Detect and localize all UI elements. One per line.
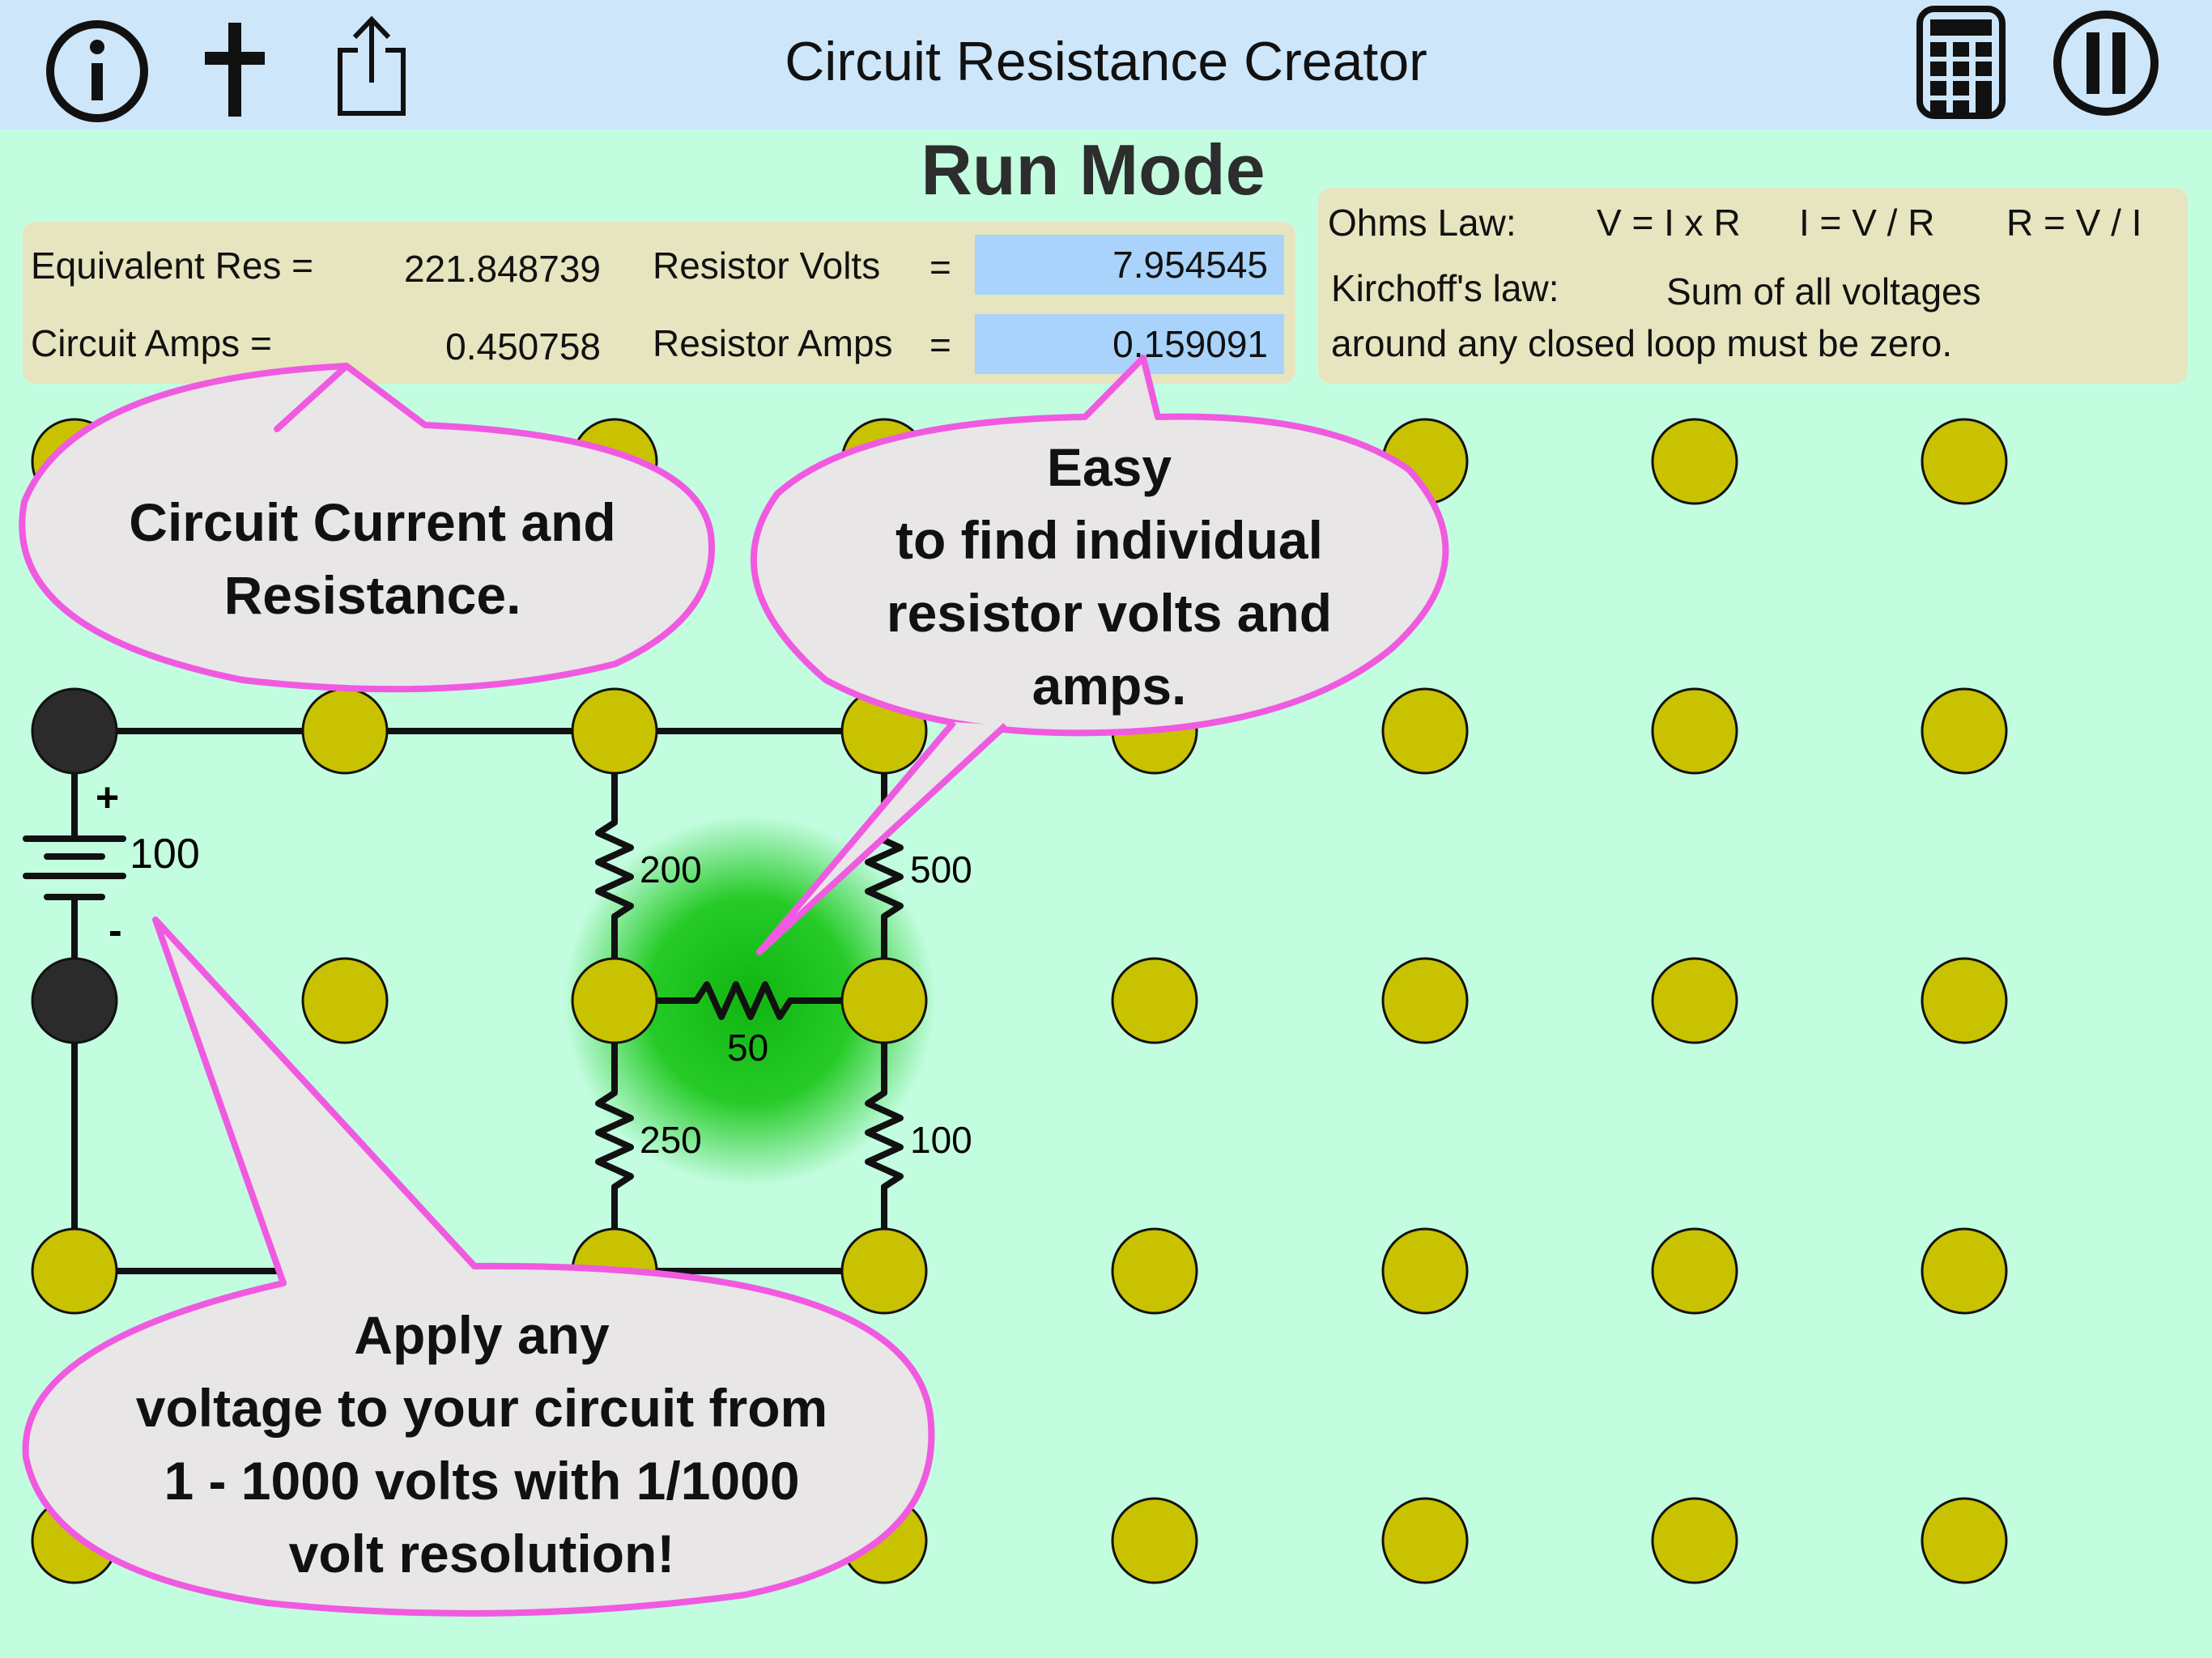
ohms-law-label: Ohms Law: <box>1328 202 1516 244</box>
resistor-50-label: 50 <box>727 1027 768 1069</box>
callout-circuit-current-text: Circuit Current and Resistance. <box>129 492 616 625</box>
grid-node[interactable] <box>571 687 658 775</box>
share-icon[interactable] <box>334 15 410 118</box>
ohms-law-formula-1: V = I x R <box>1597 202 1741 244</box>
grid-node[interactable] <box>301 687 389 775</box>
callout-easy-bubble <box>751 355 1449 737</box>
kirchoff-law-label: Kirchoff's law: <box>1331 267 1559 309</box>
resistor-100[interactable] <box>865 1001 904 1271</box>
resistor-amps-label: Resistor Amps <box>653 322 893 364</box>
battery-voltage-label: 100 <box>130 831 200 878</box>
kirchoff-law-text-2: around any closed loop must be zero. <box>1331 322 1953 364</box>
grid-node[interactable] <box>1651 1227 1738 1315</box>
plus-icon[interactable] <box>198 23 271 118</box>
callout-easy-text: Easy to find individual resistor volts a… <box>886 437 1333 716</box>
app-title: Circuit Resistance Creator <box>785 31 1427 92</box>
toolbar: Circuit Resistance Creator <box>0 0 2212 130</box>
resistors <box>595 731 904 1271</box>
circuit-amps-label: Circuit Amps = <box>31 322 272 364</box>
resistor-amps-value[interactable]: 0.159091 <box>975 314 1284 374</box>
grid-node[interactable] <box>840 957 928 1044</box>
grid-node[interactable] <box>1651 1497 1738 1584</box>
grid-node[interactable] <box>1111 957 1198 1044</box>
calculator-icon[interactable] <box>1916 5 2006 120</box>
grid-node[interactable] <box>1381 957 1469 1044</box>
grid-node[interactable] <box>1381 687 1469 775</box>
grid-node[interactable] <box>31 1227 118 1315</box>
grid-node[interactable] <box>1921 687 2008 775</box>
grid-node[interactable] <box>1651 418 1738 505</box>
battery-terminal-node[interactable] <box>31 687 118 775</box>
resistor-200[interactable] <box>595 731 634 1001</box>
grid-node[interactable] <box>1651 957 1738 1044</box>
callout-circuit-current-bubble <box>19 363 715 693</box>
grid-node[interactable] <box>1111 1227 1198 1315</box>
resistor-volts-equals: = <box>929 246 951 288</box>
grid-node[interactable] <box>1921 418 2008 505</box>
pause-icon[interactable] <box>2051 8 2161 118</box>
resistor-250-label: 250 <box>640 1119 702 1161</box>
circuit-amps-value: 0.450758 <box>445 325 601 368</box>
grid-node[interactable] <box>1381 1227 1469 1315</box>
grid-node[interactable] <box>571 957 658 1044</box>
grid-node[interactable] <box>1651 687 1738 775</box>
battery-minus-label: - <box>108 908 122 953</box>
grid-node[interactable] <box>1921 957 2008 1044</box>
callout-apply-text: Apply any voltage to your circuit from 1… <box>135 1305 828 1584</box>
callout-easy-tail <box>756 720 1008 955</box>
kirchoff-law-text-1: Sum of all voltages <box>1666 270 1981 312</box>
laws-panel <box>1318 188 2188 384</box>
mode-label: Run Mode <box>921 130 1266 210</box>
resistor-200-label: 200 <box>640 848 702 891</box>
grid-node[interactable] <box>301 957 389 1044</box>
equiv-res-value: 221.848739 <box>403 248 601 290</box>
grid-node[interactable] <box>840 1227 928 1315</box>
resistor-volts-label: Resistor Volts <box>653 244 881 287</box>
ohms-law-formula-3: R = V / I <box>2006 202 2142 244</box>
resistor-50[interactable] <box>615 981 884 1020</box>
resistor-volts-value[interactable]: 7.954545 <box>975 235 1284 295</box>
grid-node[interactable] <box>1111 1497 1198 1584</box>
resistor-100-label: 100 <box>910 1119 972 1161</box>
battery-terminal-node[interactable] <box>31 957 118 1044</box>
battery-plus-label: + <box>96 775 119 820</box>
grid-node[interactable] <box>1381 1497 1469 1584</box>
selected-resistor-highlight <box>564 814 936 1187</box>
resistor-250[interactable] <box>595 1001 634 1271</box>
grid-node[interactable] <box>1921 1227 2008 1315</box>
equiv-res-label: Equivalent Res = <box>31 244 314 287</box>
callout-apply-bubble <box>22 916 935 1617</box>
ohms-law-formula-2: I = V / R <box>1799 202 1935 244</box>
grid-node[interactable] <box>1921 1497 2008 1584</box>
resistor-500-label: 500 <box>910 848 972 891</box>
resistor-amps-equals: = <box>929 324 951 366</box>
info-icon[interactable] <box>42 16 152 126</box>
